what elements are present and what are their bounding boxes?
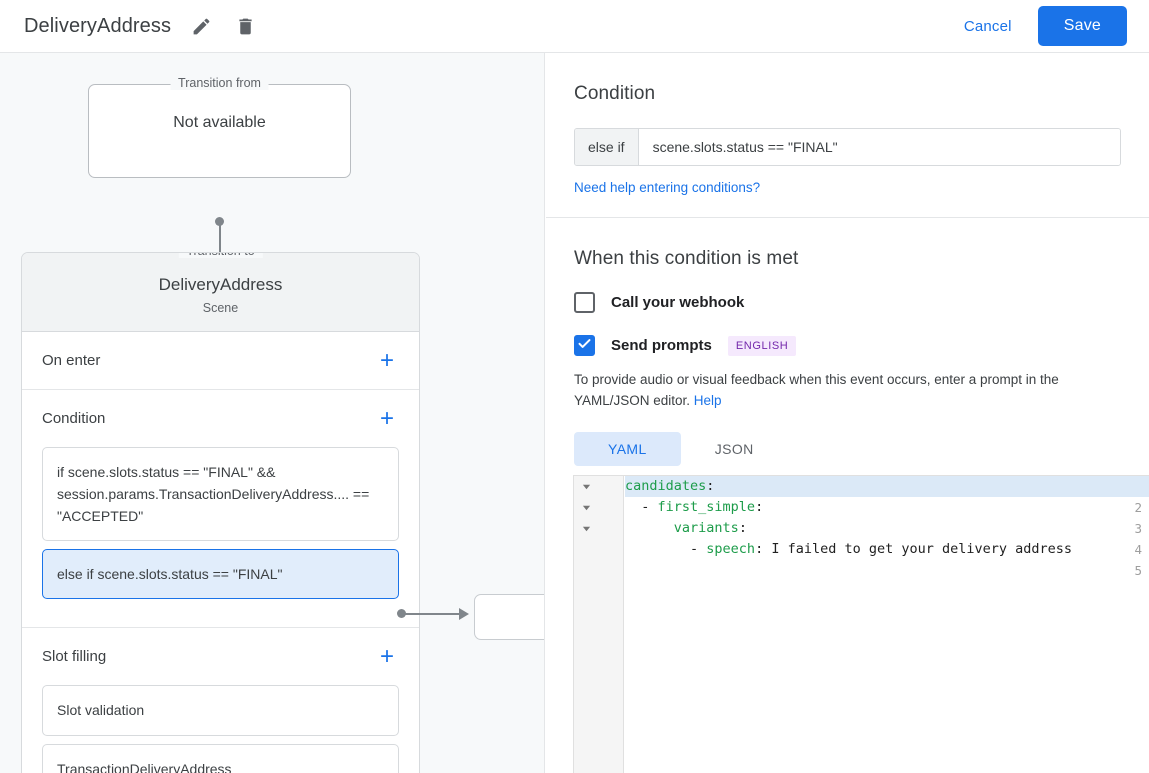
send-prompts-label: Send prompts	[611, 337, 712, 354]
page-title: DeliveryAddress	[24, 14, 172, 37]
call-webhook-checkbox[interactable]	[574, 292, 595, 313]
line-number: 3	[1134, 521, 1142, 536]
condition-edge-arrow-icon	[459, 608, 469, 620]
section-condition-title: Condition	[42, 410, 106, 427]
add-condition-button[interactable]: +	[375, 406, 399, 431]
section-on-enter: On enter +	[22, 332, 419, 390]
section-slot-filling-title: Slot filling	[42, 648, 107, 666]
yaml-editor[interactable]: 12345 candidates: - first_simple: varian…	[573, 475, 1149, 773]
add-slot-filling-button[interactable]: +	[375, 644, 399, 669]
section-condition-head: Condition +	[42, 390, 399, 447]
section-on-enter-head: On enter +	[42, 332, 399, 389]
top-app-bar: DeliveryAddress Cancel Save	[0, 0, 1149, 53]
condition-expression-row: else if	[574, 128, 1121, 166]
editor-gutter	[574, 476, 624, 773]
condition-expression-input[interactable]	[638, 129, 1120, 165]
section-slot-filling: Slot filling + Slot validation Transacti…	[22, 628, 419, 773]
editor-format-tabs: YAML JSON	[574, 431, 1121, 466]
edit-name-button[interactable]	[187, 12, 215, 40]
transition-to-header: Transition to DeliveryAddress Scene	[22, 252, 419, 332]
fold-toggle-icon[interactable]	[579, 497, 593, 518]
code-line[interactable]: - speech: I failed to get your delivery …	[625, 541, 1073, 557]
send-prompts-checkbox[interactable]	[574, 335, 595, 356]
prompts-help-link[interactable]: Help	[693, 392, 722, 408]
pencil-icon	[191, 16, 212, 37]
transition-to-node: Transition to DeliveryAddress Scene On e…	[21, 252, 420, 773]
line-number: 5	[1134, 563, 1142, 578]
section-slot-filling-head: Slot filling +	[42, 628, 399, 685]
flow-canvas: Transition from Not available Transition…	[0, 53, 545, 773]
transition-to-legend: Transition to	[178, 252, 263, 258]
code-line[interactable]: - first_simple:	[625, 499, 764, 515]
connector-line	[219, 221, 221, 275]
when-condition-met-block: When this condition is met Call your web…	[546, 218, 1149, 466]
condition-heading: Condition	[574, 83, 656, 104]
trash-icon	[235, 16, 256, 37]
line-number: 4	[1134, 542, 1142, 557]
fold-toggle-icon[interactable]	[579, 518, 593, 539]
transition-from-node[interactable]: Transition from Not available	[88, 76, 351, 178]
scene-name: DeliveryAddress	[158, 275, 283, 294]
language-badge: ENGLISH	[727, 335, 797, 356]
webhook-row[interactable]: Call your webhook	[574, 292, 1121, 313]
cancel-button[interactable]: Cancel	[952, 10, 1024, 43]
code-line[interactable]: variants:	[673, 520, 747, 536]
fold-toggle-icon[interactable]	[579, 476, 593, 497]
scene-type: Scene	[202, 301, 239, 315]
save-button[interactable]: Save	[1037, 6, 1127, 46]
code-line[interactable]	[625, 560, 1149, 581]
condition-item[interactable]: if scene.slots.status == "FINAL" && sess…	[42, 447, 399, 542]
code-line[interactable]: candidates:	[625, 476, 1149, 497]
slot-validation-item[interactable]: Slot validation	[42, 685, 399, 736]
transition-from-value: Not available	[173, 114, 266, 131]
condition-block: Condition else if Need help entering con…	[546, 53, 1149, 218]
check-icon	[577, 336, 592, 356]
section-on-enter-title: On enter	[42, 352, 101, 369]
condition-help-link[interactable]: Need help entering conditions?	[574, 180, 761, 195]
target-node-stub[interactable]	[474, 594, 544, 640]
transition-from-legend: Transition from	[170, 76, 269, 90]
add-on-enter-button[interactable]: +	[375, 348, 399, 373]
delete-button[interactable]	[231, 12, 259, 40]
condition-edge-dot	[397, 609, 406, 618]
tab-yaml[interactable]: YAML	[574, 431, 681, 466]
prompts-helper-text: To provide audio or visual feedback when…	[574, 370, 1121, 412]
line-number: 2	[1134, 500, 1142, 515]
condition-edge-line	[405, 613, 460, 615]
send-prompts-row[interactable]: Send prompts ENGLISH	[574, 335, 1121, 356]
condition-prefix-label: else if	[575, 129, 639, 165]
prompts-helper-sentence: To provide audio or visual feedback when…	[574, 372, 1059, 408]
call-webhook-label: Call your webhook	[611, 294, 745, 311]
section-condition: Condition + if scene.slots.status == "FI…	[22, 390, 419, 629]
slot-item[interactable]: TransactionDeliveryAddress	[42, 743, 399, 773]
tab-json[interactable]: JSON	[681, 432, 788, 466]
condition-item-selected[interactable]: else if scene.slots.status == "FINAL"	[42, 549, 399, 600]
when-condition-met-heading: When this condition is met	[574, 248, 799, 269]
editor-code-lines[interactable]: candidates: - first_simple: variants: - …	[625, 476, 1149, 773]
